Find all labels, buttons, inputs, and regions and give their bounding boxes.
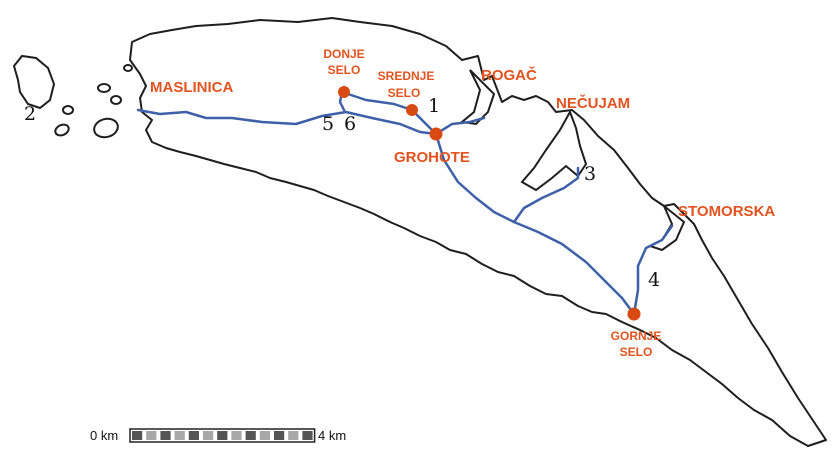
marker-3: 3 [584, 163, 596, 185]
islet-1 [62, 105, 74, 115]
label-donje-selo-line1: DONJE [323, 47, 364, 61]
label-necujam: NEČUJAM [556, 94, 630, 112]
road-donje-srednje [340, 90, 438, 136]
scale-cells [129, 428, 316, 443]
label-srednje-selo-line1: SREDNJE [378, 69, 435, 83]
marker-1: 1 [428, 95, 440, 117]
label-grohote: GROHOTE [394, 149, 470, 166]
label-maslinica: MASLINICA [150, 79, 233, 96]
dot-srednje-selo [406, 104, 418, 116]
scale-cell [288, 431, 299, 440]
road-network [136, 90, 674, 316]
road-gornje-stomorska [632, 224, 674, 316]
scale-cell [302, 431, 313, 440]
marker-2: 2 [24, 103, 36, 125]
label-srednje-selo-line2: SELO [388, 86, 421, 100]
scale-start-label: 0 km [90, 428, 118, 443]
road-grohote-rogac [434, 116, 486, 136]
dot-donje-selo [338, 86, 350, 98]
dot-grohote [429, 127, 443, 141]
marker-6: 6 [344, 113, 356, 135]
islet-5 [110, 95, 122, 105]
label-donje-selo-line2: SELO [328, 63, 361, 77]
scale-cell [245, 431, 256, 440]
scale-cell [231, 431, 242, 440]
islet-4 [97, 83, 111, 93]
road-grohote-south [434, 132, 636, 316]
islet-west-large [12, 54, 56, 110]
bay-necujam [520, 109, 588, 192]
road-maslinica-grohote [136, 108, 438, 136]
scale-cell [146, 431, 157, 440]
label-gornje-selo-line2: SELO [620, 345, 653, 359]
dot-gornje-selo [627, 307, 641, 321]
label-stomorska: STOMORSKA [678, 203, 775, 220]
scale-cell [274, 431, 285, 440]
marker-5: 5 [322, 113, 334, 135]
road-to-necujam [512, 166, 580, 224]
label-rogac: ROGAČ [481, 66, 537, 84]
scale-cell [259, 431, 270, 440]
scale-cell [174, 431, 185, 440]
scale-cell [188, 431, 199, 440]
scale-cell [160, 431, 171, 440]
island-main [129, 17, 827, 447]
marker-4: 4 [648, 269, 660, 291]
label-gornje-selo-line1: GORNJE [611, 329, 662, 343]
scale-cell [217, 431, 228, 440]
islet-3 [93, 117, 119, 139]
islet-2 [54, 123, 70, 137]
scale-cell [132, 431, 143, 440]
scale-cell [203, 431, 214, 440]
scale-bar: 0 km 4 km [90, 428, 346, 443]
islet-6 [123, 64, 133, 72]
scale-end-label: 4 km [318, 428, 346, 443]
